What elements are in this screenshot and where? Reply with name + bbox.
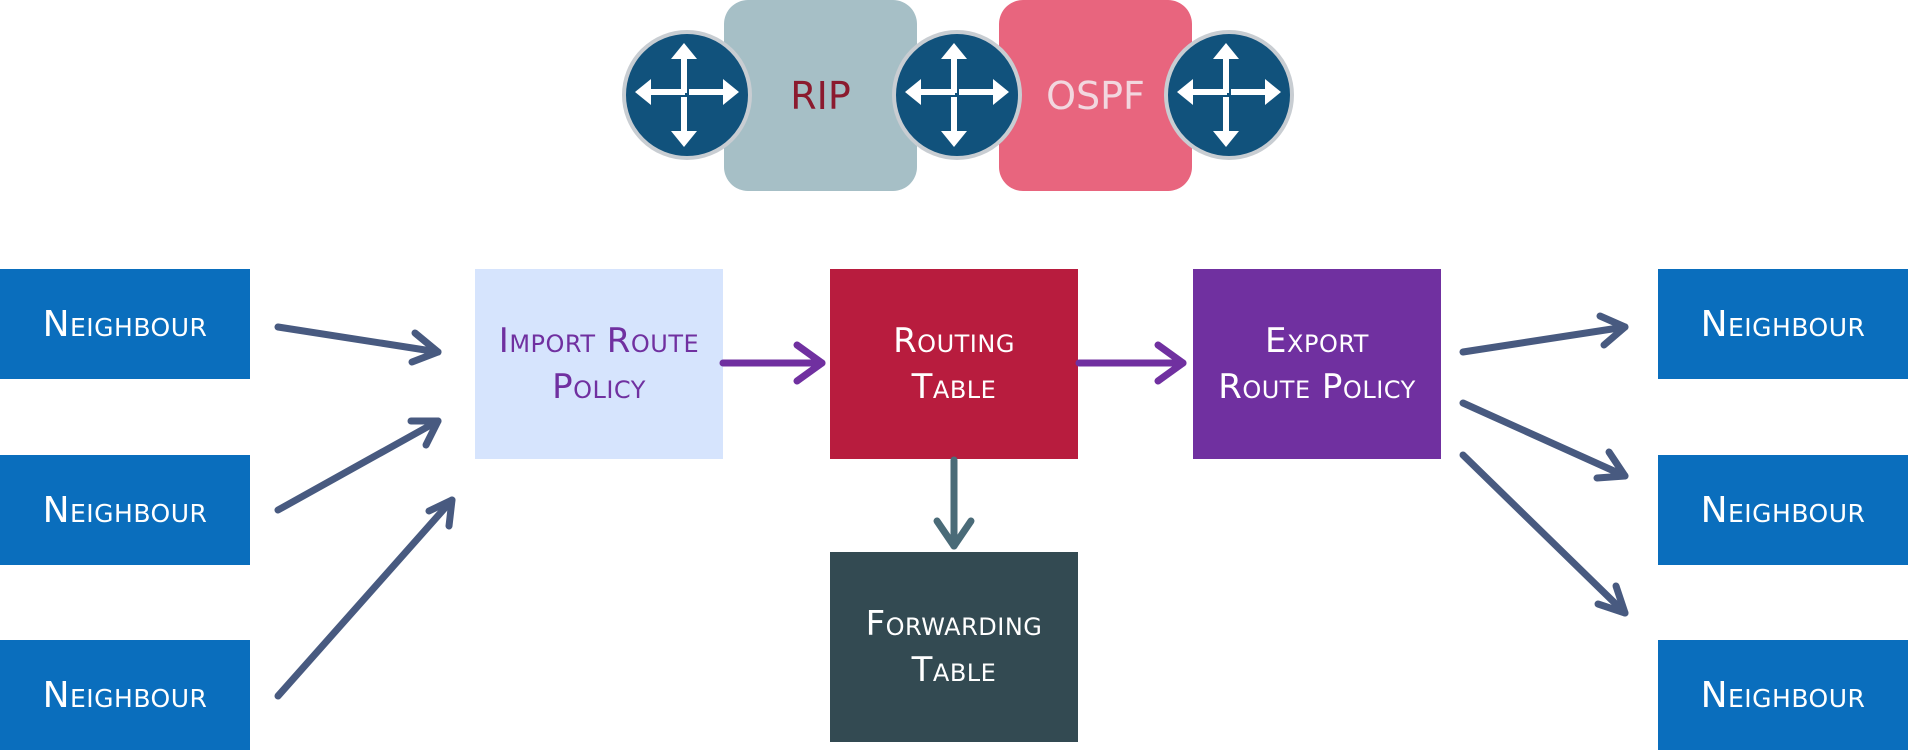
arrow-neighbour-3-to-import <box>274 496 456 700</box>
arrow-neighbour-1-to-import <box>274 323 442 356</box>
neighbour-label: Neighbour <box>1700 489 1866 531</box>
arrowhead <box>407 417 442 449</box>
router-icon <box>622 30 752 160</box>
neighbour-label: Neighbour <box>1700 303 1866 345</box>
arrowhead <box>1596 312 1629 349</box>
arrow-export-to-neighbour-1 <box>1459 323 1629 356</box>
left-neighbour-1: Neighbour <box>0 269 250 379</box>
arrowhead <box>793 341 826 385</box>
right-neighbour-1: Neighbour <box>1658 269 1908 379</box>
ospf-protocol-box: OSPF <box>999 0 1192 191</box>
rip-label: RIP <box>790 73 851 118</box>
neighbour-label: Neighbour <box>1700 674 1866 716</box>
neighbour-label: Neighbour <box>42 489 208 531</box>
left-neighbour-3: Neighbour <box>0 640 250 750</box>
export-policy-line1: Export <box>1265 321 1369 361</box>
right-neighbour-3: Neighbour <box>1658 640 1908 750</box>
arrowhead <box>1593 448 1629 482</box>
arrowhead <box>408 329 442 366</box>
forwarding-table-line2: Table <box>911 650 997 690</box>
import-policy-line1: Import Route <box>498 321 700 361</box>
arrowhead <box>1594 582 1629 617</box>
arrowhead <box>933 517 975 550</box>
import-route-policy-box: Import Route Policy <box>475 269 723 459</box>
routing-table-line1: Routing <box>893 321 1015 361</box>
routing-table-box: Routing Table <box>830 269 1078 459</box>
arrowhead <box>425 496 456 530</box>
arrow-export-to-neighbour-3 <box>1459 451 1629 617</box>
import-policy-line2: Policy <box>552 367 646 407</box>
router-icon <box>892 30 1022 160</box>
ospf-label: OSPF <box>1046 73 1145 118</box>
left-neighbour-2: Neighbour <box>0 455 250 565</box>
neighbour-label: Neighbour <box>42 674 208 716</box>
router-icon <box>1164 30 1294 160</box>
arrow-neighbour-2-to-import <box>274 417 442 514</box>
routing-table-line2: Table <box>911 367 997 407</box>
arrow-export-to-neighbour-2 <box>1459 399 1629 480</box>
forwarding-table-line1: Forwarding <box>865 604 1043 644</box>
forwarding-table-box: Forwarding Table <box>830 552 1078 742</box>
arrowhead <box>1154 341 1187 385</box>
export-policy-line2: Route Policy <box>1218 367 1416 407</box>
neighbour-label: Neighbour <box>42 303 208 345</box>
rip-protocol-box: RIP <box>724 0 917 191</box>
right-neighbour-2: Neighbour <box>1658 455 1908 565</box>
export-route-policy-box: Export Route Policy <box>1193 269 1441 459</box>
